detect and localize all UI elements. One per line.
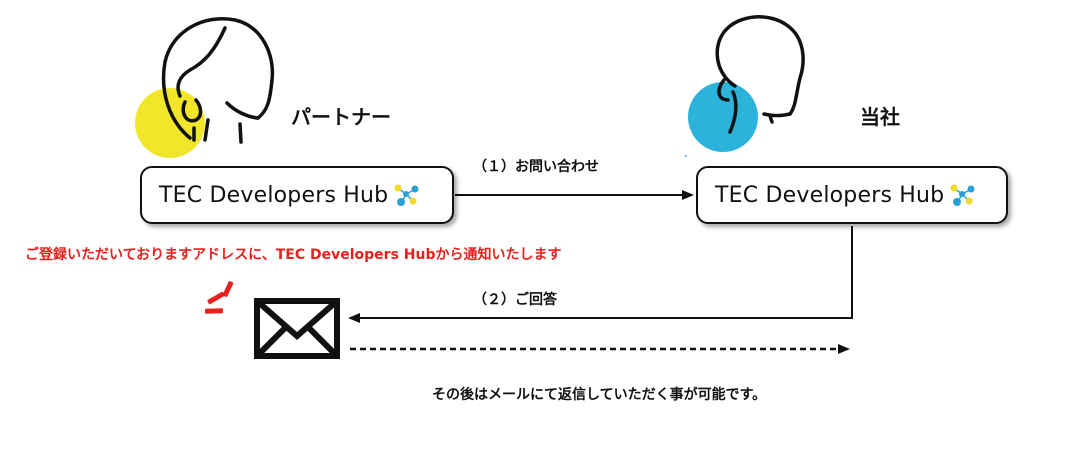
followup-note: その後はメールにて返信していただく事が可能です。 [432,387,767,403]
alert-burst-icon [204,281,234,314]
molecule-icon [394,184,419,206]
molecule-icon [950,184,975,206]
envelope-icon [254,298,340,359]
email-notification-note: ご登録いただいておりますアドレスに、TEC Developers Hubから通知… [25,247,562,263]
company-role-label: 当社 [860,105,900,129]
answer-step-label: （２）ご回答 [473,292,557,308]
partner-hub-box: TEC Developers Hub [140,166,454,224]
company-accent-circle [688,82,758,152]
inquiry-arrowhead [682,190,694,200]
partner-person-icon [161,17,275,144]
inquiry-step-label: （１）お問い合わせ [473,159,599,175]
decorative-dot [685,155,687,157]
company-hub-label: TEC Developers Hub [715,182,945,208]
company-person-icon [715,15,805,134]
answer-arrow [360,226,853,319]
answer-arrowhead [348,313,360,323]
partner-hub-label: TEC Developers Hub [159,182,389,208]
company-hub-box: TEC Developers Hub [696,166,1008,224]
followup-arrowhead [838,344,850,354]
partner-role-label: パートナー [291,105,391,129]
partner-accent-circle [135,88,205,158]
